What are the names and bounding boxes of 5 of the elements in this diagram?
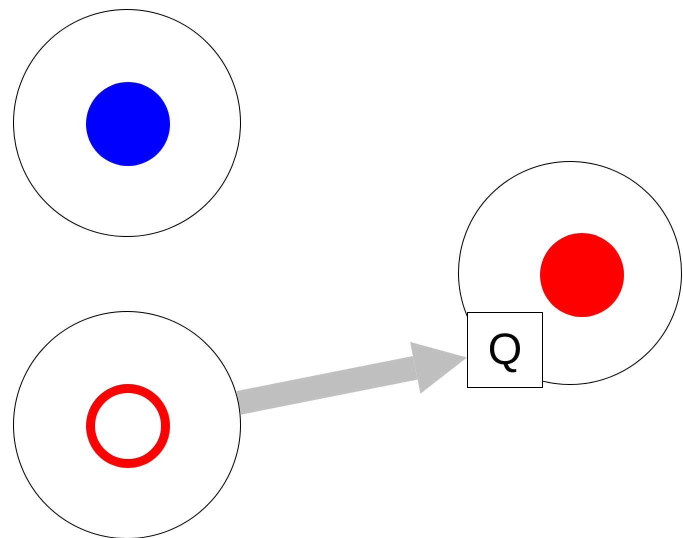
- ring: [86, 384, 170, 468]
- outer-circle: [13, 9, 241, 237]
- arrow: [236, 342, 467, 415]
- outer-circle: [13, 311, 241, 538]
- box-label: Q: [488, 325, 522, 375]
